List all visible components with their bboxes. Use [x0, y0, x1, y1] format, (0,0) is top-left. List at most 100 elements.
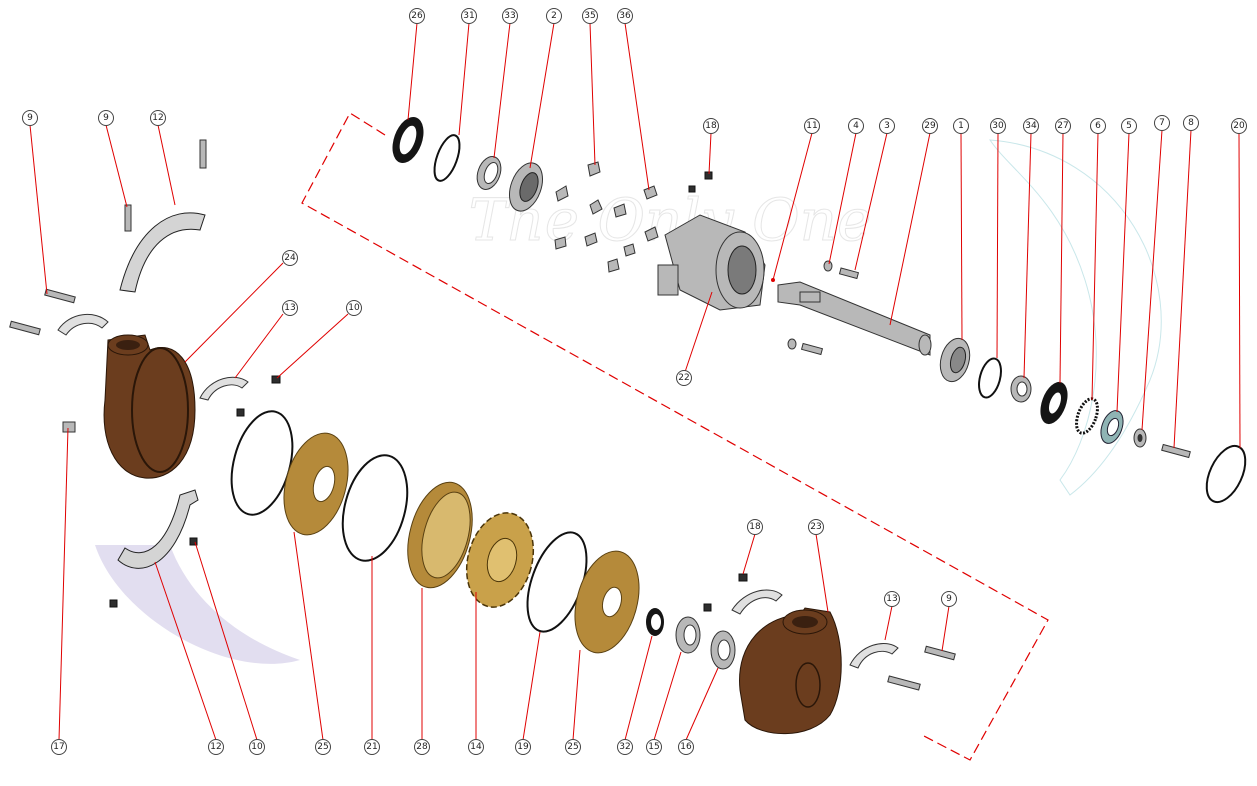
- leader-16: [685, 667, 719, 741]
- leader-13b: [884, 605, 893, 641]
- part-23-pump-casing: [739, 607, 842, 735]
- svg-text:33: 33: [504, 11, 515, 21]
- watermark-swoosh-cyan: [989, 139, 1162, 496]
- leader-12b: [154, 561, 217, 741]
- part-14-impeller: [465, 512, 535, 608]
- svg-text:23: 23: [810, 522, 821, 532]
- watermark-swoosh-violet: [95, 545, 300, 664]
- leader-20: [1238, 132, 1241, 449]
- leader-27: [1059, 132, 1064, 384]
- leader-23: [815, 533, 829, 613]
- part-13-clamp-half: [199, 376, 249, 401]
- svg-text:30: 30: [992, 121, 1004, 131]
- svg-text:14: 14: [470, 742, 482, 752]
- callout-31: 31: [461, 8, 477, 24]
- part-22-bearing-housing: [657, 214, 766, 311]
- leader-29: [889, 132, 931, 326]
- svg-text:3: 3: [884, 121, 890, 131]
- leader-36: [624, 22, 650, 191]
- leader-9c: [941, 605, 950, 652]
- callout-3: 3: [879, 118, 895, 134]
- leader-19: [522, 631, 541, 741]
- leader-13a: [234, 313, 284, 379]
- callout-15: 15: [646, 739, 662, 755]
- callout-12-upper: 12: [150, 110, 166, 126]
- leader-1: [960, 132, 963, 341]
- callout-25-left: 25: [315, 739, 331, 755]
- callout-17: 17: [51, 739, 67, 755]
- svg-text:13: 13: [284, 303, 295, 313]
- svg-text:9: 9: [946, 594, 952, 604]
- callout-22: 22: [676, 370, 692, 386]
- part-26-seal: [392, 116, 424, 164]
- svg-text:8: 8: [1188, 118, 1194, 128]
- callout-9-left-a: 9: [22, 110, 38, 126]
- svg-text:17: 17: [53, 742, 64, 752]
- svg-text:20: 20: [1233, 121, 1245, 131]
- part-2-bearing: [509, 162, 543, 212]
- part-18-nut-upper: [688, 171, 713, 193]
- part-3-bolt: [838, 267, 860, 280]
- callout-13-left: 13: [282, 300, 298, 316]
- part-24-pump-casing: [103, 334, 196, 479]
- callout-28: 28: [414, 739, 430, 755]
- leader-22: [684, 291, 713, 373]
- svg-text:7: 7: [1159, 118, 1165, 128]
- callout-34: 34: [1023, 118, 1039, 134]
- callout-27: 27: [1055, 118, 1071, 134]
- part-15-mechanical-seal: [675, 616, 701, 654]
- svg-text:2: 2: [551, 11, 557, 21]
- part-20-o-ring: [1205, 444, 1247, 504]
- svg-text:29: 29: [924, 121, 936, 131]
- svg-text:27: 27: [1057, 121, 1068, 131]
- assembly-frame-dashed: [301, 112, 1049, 761]
- svg-text:15: 15: [648, 742, 659, 752]
- part-clamp-half-lower: [731, 589, 783, 615]
- callout-21: 21: [364, 739, 380, 755]
- svg-text:22: 22: [678, 373, 689, 383]
- leader-7: [1141, 129, 1163, 431]
- svg-text:21: 21: [366, 742, 377, 752]
- callout-5: 5: [1121, 118, 1137, 134]
- callout-35: 35: [582, 8, 598, 24]
- callout-10-lower: 10: [249, 739, 265, 755]
- callout-14: 14: [468, 739, 484, 755]
- leader-4: [828, 132, 857, 265]
- svg-text:10: 10: [348, 303, 360, 313]
- svg-text:28: 28: [416, 742, 428, 752]
- part-5-locknut: [1100, 410, 1124, 444]
- callout-11: 11: [804, 118, 820, 134]
- svg-text:32: 32: [619, 742, 630, 752]
- svg-text:5: 5: [1126, 121, 1132, 131]
- callout-16: 16: [678, 739, 694, 755]
- part-9-bolt-left-top: [124, 139, 207, 232]
- callout-7: 7: [1154, 115, 1170, 131]
- callout-26: 26: [409, 8, 425, 24]
- svg-text:31: 31: [463, 11, 474, 21]
- callout-1: 1: [953, 118, 969, 134]
- part-34-spacer: [1010, 375, 1032, 403]
- leader-33: [493, 22, 511, 159]
- leader-6: [1091, 132, 1099, 401]
- svg-text:9: 9: [27, 113, 33, 123]
- part-9-bolt-left: [9, 288, 76, 336]
- svg-text:12: 12: [152, 113, 163, 123]
- part-bolts-shaft: [787, 338, 824, 356]
- part-16-seat: [710, 630, 736, 670]
- callout-12-lower: 12: [208, 739, 224, 755]
- part-10-nut: [236, 375, 281, 417]
- part-6-lockwasher: [1075, 397, 1099, 435]
- leader-24: [184, 262, 284, 363]
- leader-8: [1173, 129, 1192, 449]
- part-10-nut-lower: [109, 537, 198, 608]
- svg-text:25: 25: [317, 742, 328, 752]
- part-9-bolts-right: [887, 645, 956, 691]
- svg-text:18: 18: [705, 121, 717, 131]
- leader-11: [772, 132, 813, 281]
- part-35-wedges: [554, 161, 620, 273]
- leader-25b: [572, 649, 581, 741]
- leader-17: [58, 427, 69, 741]
- svg-text:34: 34: [1025, 121, 1037, 131]
- part-33-bearing: [476, 156, 502, 190]
- leader-3: [854, 132, 888, 271]
